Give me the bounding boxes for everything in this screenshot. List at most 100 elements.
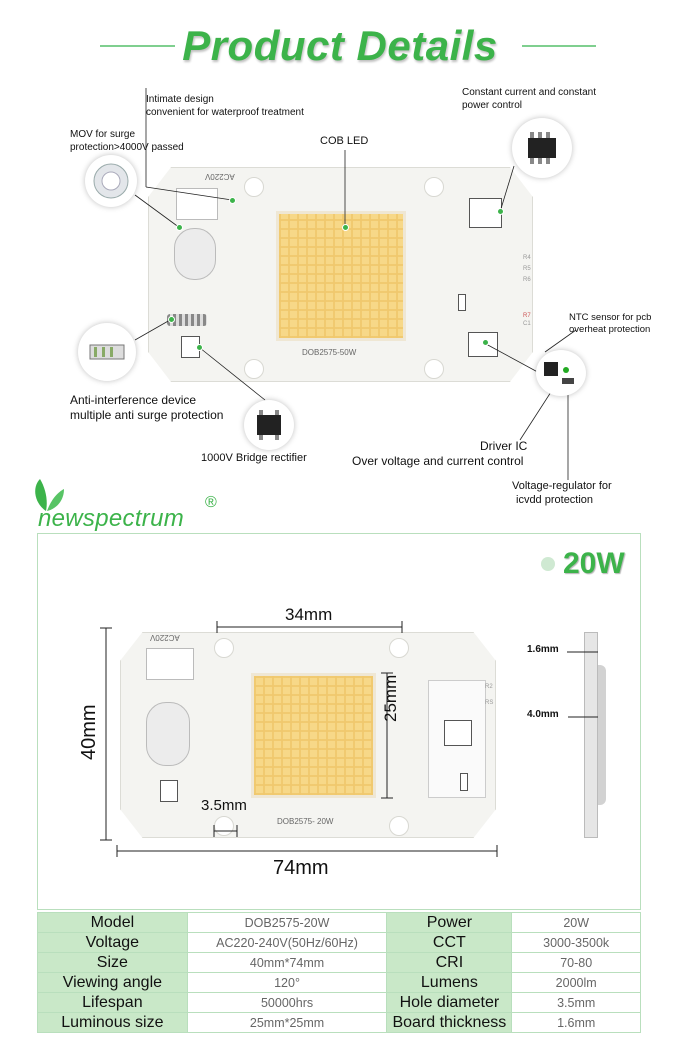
dim-hole: 3.5mm [201, 797, 247, 814]
table-row: Luminous size 25mm*25mm Board thickness … [37, 1012, 641, 1033]
spec-resistor-label: RS [485, 700, 494, 706]
component-pad [458, 294, 466, 311]
spec-label: Hole diameter [386, 992, 513, 1013]
spec-value: 70-80 [511, 952, 641, 973]
ann-ntc-1: NTC sensor for pcb [569, 312, 652, 323]
annotation-dot [482, 339, 489, 346]
board-model-label: DOB2575-50W [302, 348, 357, 357]
dim-chip-height: 25mm [381, 674, 400, 722]
mount-hole [214, 638, 234, 658]
mov-disc [174, 228, 216, 280]
chip-icon [528, 132, 556, 164]
bridge-rectifier-icon [257, 410, 281, 440]
driver-ic-pad [468, 332, 498, 357]
ann-bridge: 1000V Bridge rectifier [201, 452, 307, 464]
ann-anti-interference-1: Anti-interference device [70, 393, 197, 407]
spec-label: Viewing angle [37, 972, 188, 993]
dim-board-width: 74mm [273, 857, 329, 879]
resistor-label: R7 [523, 313, 531, 319]
board-side-bump [598, 665, 606, 805]
spec-label: Board thickness [386, 1012, 513, 1033]
spec-value: DOB2575-20W [186, 912, 388, 933]
surge-bubble [78, 323, 136, 381]
spec-label: Size [37, 952, 188, 973]
spec-value: 25mm*25mm [186, 1012, 388, 1033]
annotation-dot [176, 224, 183, 231]
mov-component-icon [93, 163, 129, 199]
mount-hole [424, 177, 444, 197]
surge-device-icon [89, 344, 125, 360]
spec-label: Lumens [386, 972, 513, 993]
spec-mov-disc [146, 702, 190, 766]
mount-hole [389, 638, 409, 658]
brand-registered-mark: ® [205, 494, 217, 511]
mount-hole [389, 816, 409, 836]
table-row: Viewing angle 120° Lumens 2000lm [37, 972, 641, 993]
spec-value: 2000lm [511, 972, 641, 993]
spec-value: 20W [511, 912, 641, 933]
table-row: Voltage AC220-240V(50Hz/60Hz) CCT 3000-3… [37, 932, 641, 953]
spec-value: 3000-3500k [511, 932, 641, 953]
board-side-profile [584, 632, 598, 838]
ann-driver-2: Over voltage and current control [352, 454, 524, 468]
spec-warning-symbol [146, 648, 194, 680]
mov-bubble [85, 155, 137, 207]
chip-bubble [512, 118, 572, 178]
leaf-logo-icon [35, 479, 64, 511]
spec-cob-chip [251, 673, 376, 798]
dim-chip-width: 34mm [285, 605, 333, 624]
surge-device [167, 314, 207, 326]
spec-board-model: DOB2575- 20W [277, 817, 334, 826]
spec-value: 3.5mm [511, 992, 641, 1013]
wattage-badge: 20W [563, 547, 625, 580]
ann-regulator-2: icvdd protection [516, 494, 594, 506]
spec-label: Luminous size [37, 1012, 188, 1033]
dimension-lines [100, 621, 598, 857]
dim-board-height: 40mm [78, 704, 100, 760]
dim-side-bottom: 4.0mm [527, 709, 559, 720]
ann-ntc-2: overheat protection [569, 324, 651, 335]
ann-cob: COB LED [320, 135, 369, 147]
brand-name: newspectrum [38, 505, 185, 532]
spec-table: Model DOB2575-20W Power 20W Voltage AC22… [37, 912, 641, 1033]
spec-value: 120° [186, 972, 388, 993]
annotation-dot [168, 316, 175, 323]
dim-side-top: 1.6mm [527, 644, 559, 655]
annotation-leaders [134, 88, 577, 480]
resistor-label: R5 [523, 266, 531, 272]
annotation-dot [196, 344, 203, 351]
spec-label: Power [386, 912, 513, 933]
table-row: Model DOB2575-20W Power 20W [37, 912, 641, 933]
mount-hole [424, 359, 444, 379]
header-line-right [522, 45, 596, 47]
annotation-dot [342, 224, 349, 231]
ntc-bubble [536, 350, 586, 396]
ntc-sensor-icon [544, 362, 574, 384]
bridge-bubble [244, 400, 294, 450]
spec-component-pad [460, 773, 468, 791]
page-title: Product Details [182, 22, 498, 69]
resistor-label: C1 [523, 321, 531, 327]
spec-resistor-label: R2 [485, 684, 493, 690]
cob-led-chip [276, 211, 406, 341]
ann-waterproof-1: Intimate design [146, 94, 214, 105]
ann-waterproof-2: convenient for waterproof treatment [146, 107, 304, 118]
ann-mov-1: MOV for surge [70, 129, 136, 140]
spec-value: 50000hrs [186, 992, 388, 1013]
header-line-left [100, 45, 175, 47]
spec-label: Voltage [37, 932, 188, 953]
annotation-dot [497, 208, 504, 215]
annotation-dot [229, 197, 236, 204]
spec-value: AC220-240V(50Hz/60Hz) [186, 932, 388, 953]
table-row: Lifespan 50000hrs Hole diameter 3.5mm [37, 992, 641, 1013]
mount-hole [244, 359, 264, 379]
table-row: Size 40mm*74mm CRI 70-80 [37, 952, 641, 973]
spec-label: Lifespan [37, 992, 188, 1013]
spec-frame [37, 533, 641, 910]
spec-label: CCT [386, 932, 513, 953]
spec-value: 1.6mm [511, 1012, 641, 1033]
ann-constant-1: Constant current and constant [462, 87, 596, 98]
spec-ic-pad [444, 720, 472, 746]
spec-value: 40mm*74mm [186, 952, 388, 973]
ann-driver-1: Driver IC [480, 439, 528, 453]
